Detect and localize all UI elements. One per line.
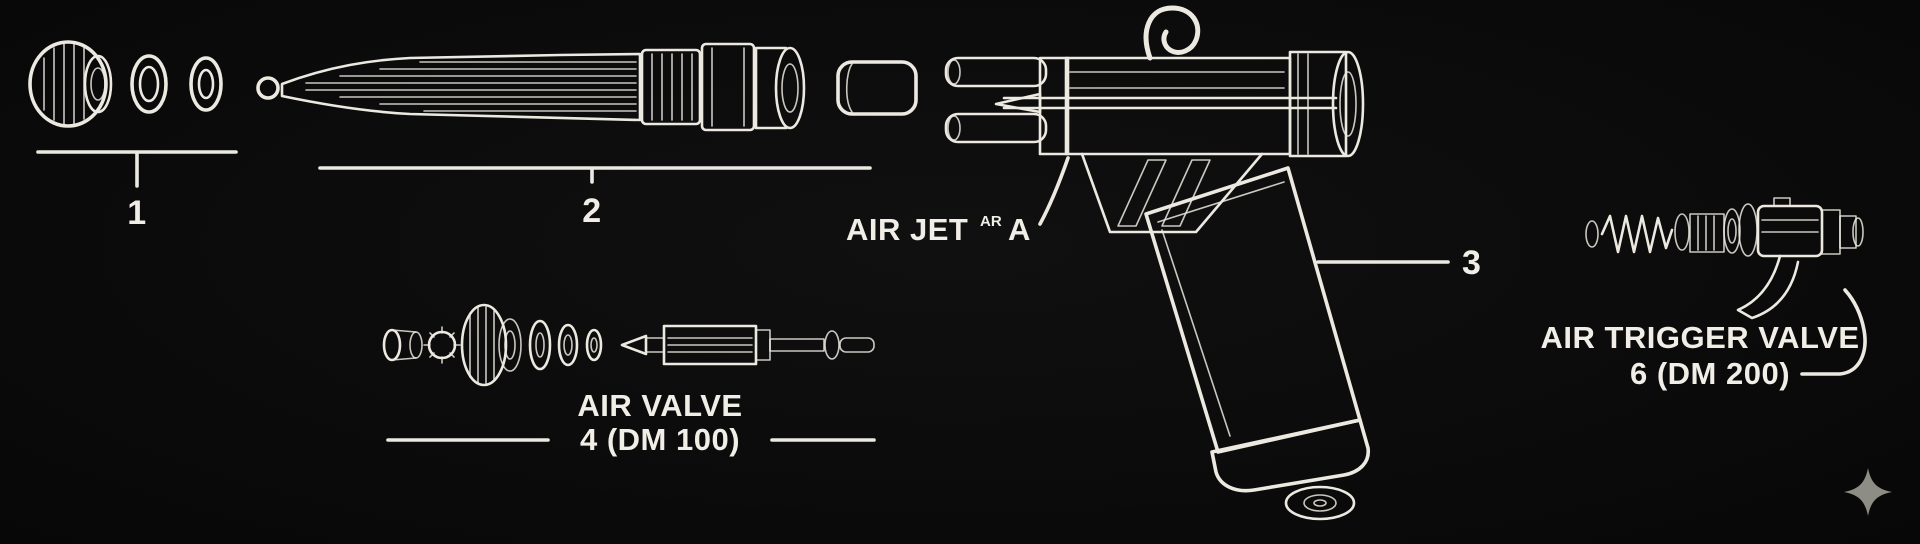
spring-end-cap bbox=[1585, 220, 1599, 248]
sparkle-icon bbox=[1844, 468, 1892, 516]
body-detail-lines bbox=[1069, 71, 1285, 89]
part3-callout: 3 bbox=[1316, 244, 1481, 282]
part2-number: 2 bbox=[582, 192, 601, 230]
internal-needle-rod bbox=[1002, 96, 1338, 110]
air-trigger-valve-callout: AIR TRIGGER VALVE 6 (DM 200) bbox=[1540, 288, 1867, 391]
valve-disc-2 bbox=[557, 323, 579, 367]
air-jet-label: AIR JET bbox=[846, 212, 968, 247]
air-jet-suffix: A bbox=[1008, 212, 1031, 247]
tapered-barrel bbox=[280, 52, 642, 122]
spray-gun-body bbox=[944, 5, 1370, 521]
rear-cylinder bbox=[1288, 50, 1365, 158]
air-valve-assembly bbox=[382, 303, 875, 387]
air-jet-callout: AIR JET AR A bbox=[846, 156, 1070, 247]
washer-small bbox=[189, 56, 223, 112]
air-trigger-valve-ref: 6 (DM 200) bbox=[1630, 356, 1790, 391]
bottom-grommet bbox=[1284, 485, 1356, 521]
valve-disc-1 bbox=[528, 319, 552, 371]
star-washer bbox=[423, 326, 461, 364]
air-valve-label: AIR VALVE bbox=[577, 388, 742, 423]
spacer-cylinder bbox=[836, 60, 918, 116]
needle-eye bbox=[256, 76, 280, 100]
valve-end-plug bbox=[382, 328, 423, 362]
air-trigger-valve-label: AIR TRIGGER VALVE bbox=[1540, 320, 1859, 355]
washer-large bbox=[130, 54, 168, 114]
nozzle-cap-group bbox=[28, 40, 223, 128]
air-valve-callout: AIR VALVE 4 (DM 100) bbox=[386, 388, 876, 457]
part3-number: 3 bbox=[1462, 244, 1481, 282]
gun-handle bbox=[1144, 166, 1362, 454]
front-fork bbox=[944, 56, 1070, 156]
hanging-hook bbox=[1143, 5, 1201, 61]
valve-plunger bbox=[620, 324, 875, 366]
barrel-ribs bbox=[305, 61, 637, 112]
part1-number: 1 bbox=[127, 194, 146, 232]
part1-callout: 1 bbox=[36, 150, 238, 232]
knurled-cap bbox=[28, 40, 113, 128]
part2-callout: 2 bbox=[318, 166, 872, 230]
air-valve-ref: 4 (DM 100) bbox=[580, 422, 740, 457]
air-jet-superscript: AR bbox=[980, 213, 1002, 230]
knurled-bell bbox=[460, 303, 522, 387]
handle-bottom-cap bbox=[1210, 418, 1370, 493]
trigger-lever bbox=[1736, 254, 1800, 320]
coupling-sleeve bbox=[640, 42, 806, 132]
valve-spring bbox=[1600, 214, 1674, 254]
air-jet-leader-line bbox=[1038, 156, 1070, 226]
valve-ring bbox=[585, 328, 603, 362]
trigger-valve-body bbox=[1674, 197, 1864, 258]
air-trigger-valve-leader-line bbox=[1800, 288, 1867, 376]
trigger-frame bbox=[1080, 152, 1264, 234]
air-trigger-valve-assembly bbox=[1585, 197, 1864, 320]
needle-barrel-assembly bbox=[256, 42, 918, 132]
